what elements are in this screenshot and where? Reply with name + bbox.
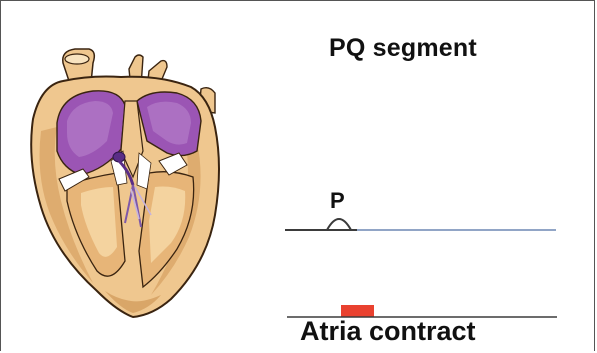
p-wave: [327, 219, 351, 230]
atria-contract-caption: Atria contract: [300, 316, 476, 347]
p-wave-label: P: [330, 188, 345, 214]
diagram-title: PQ segment: [329, 34, 477, 63]
